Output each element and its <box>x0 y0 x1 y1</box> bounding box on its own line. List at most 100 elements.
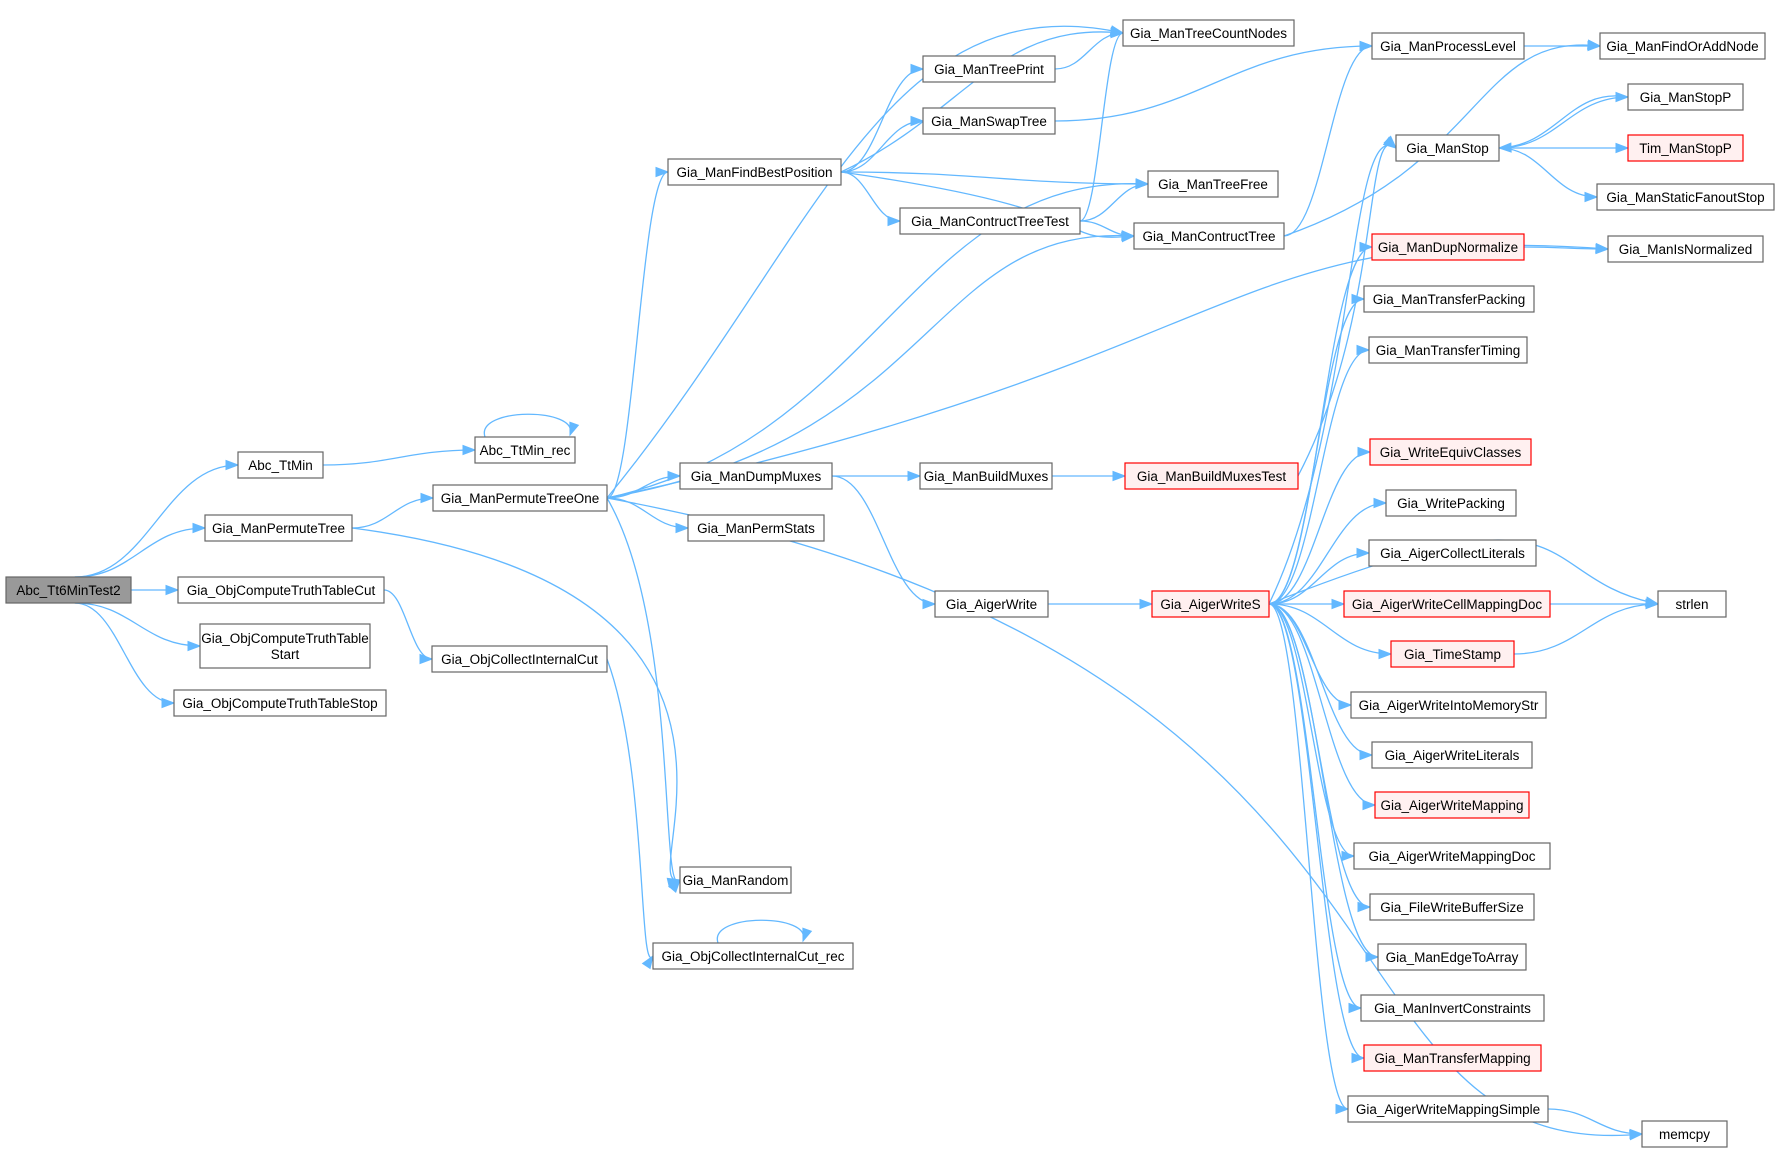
node-abc-tt6mintest2[interactable]: Abc_Tt6MinTest2 <box>5 576 132 604</box>
edge-n12-to-n20 <box>840 26 1125 173</box>
node-gia-mandupnormalize[interactable]: Gia_ManDupNormalize <box>1371 233 1525 261</box>
node-box <box>177 576 385 604</box>
node-gia-aigerwritecellmappingdoc[interactable]: Gia_AigerWriteCellMappingDoc <box>1343 590 1551 618</box>
node-label: Gia_ObjComputeTruthTableCut <box>187 583 376 598</box>
edge-n43-to-n50 <box>1547 1108 1644 1140</box>
node-gia-filewritebuffersize[interactable]: Gia_FileWriteBufferSize <box>1369 893 1535 921</box>
node-gia-aigerwrite[interactable]: Gia_AigerWrite <box>934 590 1049 618</box>
node-gia-manpermutetree[interactable]: Gia_ManPermuteTree <box>204 514 353 542</box>
node-gia-objcollectinternalcut[interactable]: Gia_ObjCollectInternalCut <box>431 645 608 673</box>
edge-arrow-n24-n41 <box>1348 1002 1363 1014</box>
node-box <box>1390 640 1515 668</box>
edge-arrow-n5-n14 <box>675 522 690 534</box>
node-gia-manrandom[interactable]: Gia_ManRandom <box>679 866 792 894</box>
node-box <box>431 645 608 673</box>
node-gia-manfindoraddnode[interactable]: Gia_ManFindOrAddNode <box>1599 32 1766 60</box>
node-gia-aigerwriteliterals[interactable]: Gia_AigerWriteLiterals <box>1371 741 1533 769</box>
edge-arrow-n5-n10 <box>667 878 681 893</box>
edge-arrow-n12-n15 <box>910 63 925 75</box>
node-gia-writeequivclasses[interactable]: Gia_WriteEquivClasses <box>1369 438 1532 466</box>
node-gia-manstaticfanoutstop[interactable]: Gia_ManStaticFanoutStop <box>1596 183 1775 211</box>
node-abc-ttmin-rec[interactable]: Abc_TtMin_rec <box>474 436 576 464</box>
node-gia-mantransfermapping[interactable]: Gia_ManTransferMapping <box>1363 1044 1542 1072</box>
node-gia-mantransferpacking[interactable]: Gia_ManTransferPacking <box>1363 285 1535 313</box>
edge-line-n22-n25 <box>1283 45 1373 237</box>
node-box <box>1122 19 1295 47</box>
node-gia-timestamp[interactable]: Gia_TimeStamp <box>1390 640 1515 668</box>
edge-n17-to-n21 <box>1079 178 1150 222</box>
node-label: memcpy <box>1659 1127 1710 1142</box>
edge-line-n6-n9 <box>383 589 433 660</box>
node-gia-manfindbestposition[interactable]: Gia_ManFindBestPosition <box>667 158 842 186</box>
edge-n24-to-n34 <box>1268 603 1393 660</box>
node-tim-manstopp[interactable]: Tim_ManStopP <box>1627 134 1744 162</box>
node-gia-mancontructtreetest[interactable]: Gia_ManContructTreeTest <box>899 207 1081 235</box>
edge-line-n23-n26 <box>1297 144 1397 477</box>
node-gia-mantreefree[interactable]: Gia_ManTreeFree <box>1147 170 1279 198</box>
node-gia-manswaptree[interactable]: Gia_ManSwapTree <box>922 107 1056 135</box>
edge-line-n24-n28 <box>1268 298 1365 605</box>
edge-arrow-n22-n25 <box>1359 40 1374 52</box>
node-box <box>1147 170 1279 198</box>
edge-arrow-n17-n20 <box>1110 27 1125 39</box>
node-gia-manprocesslevel[interactable]: Gia_ManProcessLevel <box>1371 32 1525 60</box>
node-gia-mandumpmuxes[interactable]: Gia_ManDumpMuxes <box>679 462 833 490</box>
node-gia-manpermutetreeone[interactable]: Gia_ManPermuteTreeOne <box>432 484 608 512</box>
node-box <box>474 436 576 464</box>
node-gia-mancontructtree[interactable]: Gia_ManContructTree <box>1133 222 1285 250</box>
node-gia-writepacking[interactable]: Gia_WritePacking <box>1385 489 1517 517</box>
node-strlen[interactable]: strlen <box>1657 590 1727 618</box>
edge-arrow-n1-n7 <box>187 640 202 652</box>
node-gia-manpermstats[interactable]: Gia_ManPermStats <box>687 514 825 542</box>
edge-line-n5-n20 <box>606 25 1124 499</box>
node-gia-manstopp[interactable]: Gia_ManStopP <box>1627 83 1744 111</box>
node-label: Gia_ObjCollectInternalCut_rec <box>661 949 844 964</box>
node-gia-manedgetoarray[interactable]: Gia_ManEdgeToArray <box>1377 943 1527 971</box>
edge-line-n1-n2 <box>74 464 239 578</box>
edge-line-n3-n3 <box>483 413 572 438</box>
node-gia-objcomputetruthtablecut[interactable]: Gia_ObjComputeTruthTableCut <box>177 576 385 604</box>
node-label: Tim_ManStopP <box>1639 141 1732 156</box>
node-box <box>1353 842 1551 870</box>
edge-line-n16-n25 <box>1054 45 1373 122</box>
node-gia-aigerwrites[interactable]: Gia_AigerWriteS <box>1151 590 1270 618</box>
node-label: Gia_FileWriteBufferSize <box>1380 900 1524 915</box>
node-box <box>652 942 854 970</box>
edge-arrow-n24-n32 <box>1356 547 1371 559</box>
node-label: Gia_AigerWriteCellMappingDoc <box>1352 597 1543 612</box>
edge-n5-to-n20 <box>606 25 1125 499</box>
node-gia-aigerwriteintomemorystr[interactable]: Gia_AigerWriteIntoMemoryStr <box>1350 691 1547 719</box>
node-label: Gia_ManPermuteTreeOne <box>441 491 600 506</box>
edge-n2-to-n3 <box>322 444 477 466</box>
node-gia-maninvertconstraints[interactable]: Gia_ManInvertConstraints <box>1360 994 1545 1022</box>
node-box <box>1596 183 1775 211</box>
node-box <box>1369 893 1535 921</box>
node-gia-manbuildmuxestest[interactable]: Gia_ManBuildMuxesTest <box>1124 462 1299 490</box>
node-gia-mantransfertiming[interactable]: Gia_ManTransferTiming <box>1368 336 1528 364</box>
node-gia-aigercollectliterals[interactable]: Gia_AigerCollectLiterals <box>1368 539 1537 567</box>
node-gia-manstop[interactable]: Gia_ManStop <box>1395 134 1500 162</box>
edge-n3-to-n3 <box>483 413 580 438</box>
node-box <box>1371 233 1525 261</box>
node-gia-aigerwritemapping[interactable]: Gia_AigerWriteMapping <box>1374 791 1530 819</box>
node-box <box>1368 539 1537 567</box>
edge-line-n13-n19 <box>831 475 936 605</box>
edge-arrow-n24-n29 <box>1356 344 1371 356</box>
node-gia-objcollectinternalcut-rec[interactable]: Gia_ObjCollectInternalCut_rec <box>652 942 854 970</box>
node-gia-manbuildmuxes[interactable]: Gia_ManBuildMuxes <box>919 462 1053 490</box>
node-box <box>1374 791 1530 819</box>
edge-line-n17-n20 <box>1079 32 1124 222</box>
node-gia-objcomputetruthtablestop[interactable]: Gia_ObjComputeTruthTableStop <box>173 689 387 717</box>
node-gia-aigerwritemappingsimple[interactable]: Gia_AigerWriteMappingSimple <box>1347 1095 1549 1123</box>
node-memcpy[interactable]: memcpy <box>1641 1120 1728 1148</box>
node-box <box>1641 1120 1728 1148</box>
edge-n11-to-n11 <box>716 919 813 944</box>
edge-n5-to-n10 <box>606 497 681 893</box>
node-gia-manisnormalized[interactable]: Gia_ManIsNormalized <box>1607 235 1764 263</box>
node-abc-ttmin[interactable]: Abc_TtMin <box>237 451 324 479</box>
node-gia-mantreeprint[interactable]: Gia_ManTreePrint <box>922 55 1056 83</box>
node-gia-mantreecountnodes[interactable]: Gia_ManTreeCountNodes <box>1122 19 1295 47</box>
node-gia-aigerwritemappingdoc[interactable]: Gia_AigerWriteMappingDoc <box>1353 842 1551 870</box>
edge-n24-to-n43 <box>1268 603 1350 1115</box>
